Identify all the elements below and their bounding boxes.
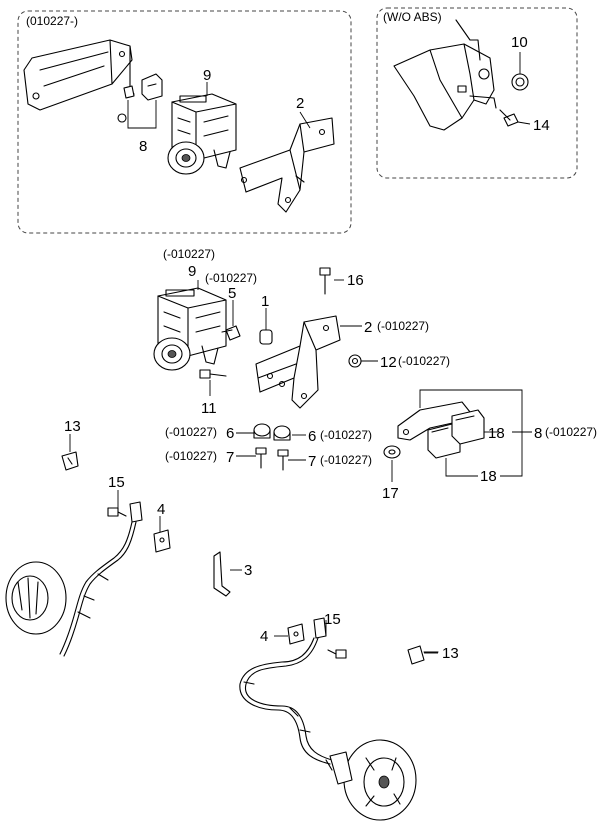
callout-7b-note: (-010227) [320,453,372,467]
rear-wheel-hub [325,739,417,821]
callout-6b: 6 [308,428,316,445]
callout-5: 5 [228,285,236,302]
callout-2: 2 [296,95,304,112]
callout-8: 8 [139,138,147,155]
bushing-1 [259,329,273,345]
callout-9-note: (-010227) [163,247,215,261]
callout-2-main: 2 [364,319,372,336]
top-right-box-title: (W/O ABS) [383,10,442,24]
callout-13-front: 13 [64,418,81,435]
harness-grommets-front [77,573,109,619]
bolt-14 [499,109,519,127]
callout-15-rear: 15 [324,611,341,628]
front-sensor-assembly: 13 15 4 3 [5,418,252,657]
top-right-box-border [376,7,578,179]
callout-6a: 6 [226,425,234,442]
rear-harness [245,637,333,761]
bolt-7a [255,447,267,469]
bolt-15-rear [327,649,347,659]
bracket-4-rear [287,623,305,645]
bolt-5 [221,325,241,341]
main-assembly: (-010227) 9 (-010227) 5 1 16 2 (-010227)… [153,247,597,502]
callout-7a: 7 [226,449,234,466]
front-harness [63,521,137,657]
callout-13-rear: 13 [442,645,459,662]
callout-9: 9 [203,67,211,84]
relay-bracket [397,401,485,459]
callout-6a-note: (-010227) [165,425,217,439]
callout-11: 11 [201,400,217,417]
callout-18a: 18 [488,425,505,442]
callout-7a-note: (-010227) [165,449,217,463]
callout-16: 16 [347,272,364,289]
leader-18b [445,458,478,477]
clip-13-rear [407,645,439,665]
callout-15-front: 15 [108,474,125,491]
bolt-15-front [107,507,127,517]
callout-7b: 7 [308,453,316,470]
callout-10: 10 [511,34,528,51]
callout-9-main: 9 [188,263,196,280]
callout-12-note: (-010227) [398,354,450,368]
rear-sensor-assembly: 4 15 13 [239,611,459,821]
leader-8-bracket [419,389,523,477]
callout-1: 1 [261,293,269,310]
hecu-unit [153,287,227,371]
top-right-box: (W/O ABS) 10 14 [376,7,578,179]
callout-17: 17 [382,485,399,502]
callout-8-main: 8 [534,425,542,442]
top-left-box-title: (010227-) [26,14,78,28]
bracket-2 [239,117,335,213]
top-left-box-border [17,10,352,234]
bolt-11 [199,369,227,379]
callout-12: 12 [380,354,397,371]
top-left-box: (010227-) [17,10,352,234]
body-panel [393,19,497,131]
callout-4-front: 4 [157,501,165,518]
hecu-unit-top [167,93,237,175]
bushing-6b [273,425,291,441]
bolt-16 [319,267,331,295]
bracket-4-front [153,529,171,553]
callout-2-note: (-010227) [377,319,429,333]
callout-14: 14 [533,117,550,134]
nut-12 [348,354,362,368]
bracket-2-main [255,315,341,409]
clip-13-front [61,451,79,471]
nut-10 [511,73,529,91]
sensor-head-front [129,501,143,523]
leader-2 [299,111,311,129]
callout-5-note: (-010227) [205,271,257,285]
bracket-3 [213,551,231,597]
bushing-6a [253,423,271,439]
bracket-arm [23,39,135,111]
callout-3: 3 [244,562,252,579]
callout-18b: 18 [480,468,497,485]
leader-14 [517,121,531,125]
mounting-clips [117,73,163,129]
bolt-7b [277,449,289,471]
callout-8-note: (-010227) [545,425,597,439]
harness-grommets-rear [243,681,311,733]
front-wheel-hub [5,561,67,635]
callout-6b-note: (-010227) [320,428,372,442]
callout-4-rear: 4 [260,628,268,645]
washer-17 [383,445,401,459]
